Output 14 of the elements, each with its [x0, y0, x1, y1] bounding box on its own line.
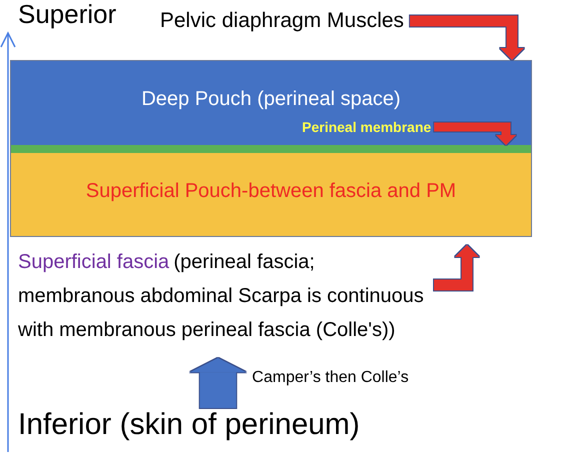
layer-band — [10, 60, 532, 145]
membrane-band — [10, 145, 532, 153]
direction-label: Inferior (skin of perineum) — [18, 408, 360, 442]
block-arrow — [190, 358, 246, 408]
layer-band — [10, 153, 532, 237]
band-label: Superficial Pouch-between fascia and PM — [86, 180, 456, 203]
band-label: Deep Pouch (perineal space) — [141, 88, 401, 111]
structure-label: Pelvic diaphragm Muscles — [160, 9, 404, 33]
structure-label: Perineal membrane — [302, 119, 432, 135]
bent-arrow — [434, 122, 516, 145]
direction-label: Superior — [18, 0, 116, 30]
bent-arrow — [410, 16, 524, 60]
edge-label: Camper’s then Colle’s — [252, 369, 409, 388]
description-text: Superficial fascia (perineal fascia; membranous abdominal Scarpa is continuous with membranous perineal fascia (Colle's)) — [18, 246, 430, 348]
